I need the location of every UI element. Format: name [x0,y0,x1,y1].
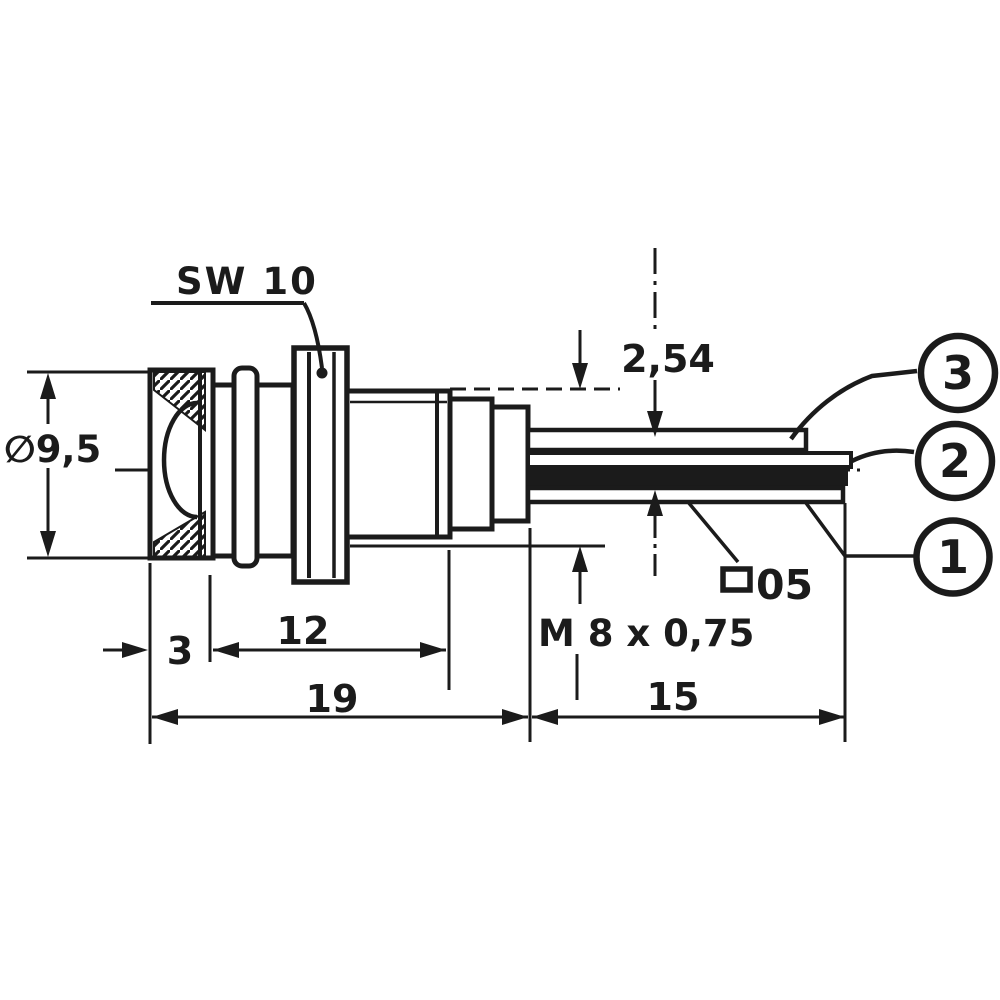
arrowhead-left [532,709,558,725]
washer [231,365,260,569]
arrowhead-left [152,709,178,725]
pin-number: 2 [939,434,971,488]
pin-callout-circle [914,420,996,502]
lead-pin-1 [525,485,846,505]
dim-15-label: 15 [647,675,700,719]
pin-number: 3 [942,346,974,400]
leader-dot [316,367,328,379]
threaded-section [344,388,453,540]
pin-callout-circle [917,332,999,414]
section-hatch-top [153,371,206,433]
leader-line [686,500,740,564]
arrowhead-right [420,642,446,658]
wrench-size-label: SW 10 [176,260,318,303]
leads [525,427,853,505]
lead-section-annotation: 05 [686,500,813,609]
pin-2-leader [850,448,915,464]
section-hatch-bottom [153,510,206,559]
pin-callouts: 3 2 1 [913,332,999,597]
pin-callout-3: 3 [917,332,999,414]
pin-callout-2: 2 [914,420,996,502]
pin-callout-circle [913,517,993,597]
arrowhead-up [647,490,663,516]
arrowhead-right [502,709,528,725]
lead-pin-2 [526,451,853,469]
lead-pitch-dimension: 2,54 [621,337,715,577]
dim-3-label: 3 [167,629,193,673]
thread-spec-label: M 8 x 0,75 [538,612,754,655]
length-dimensions: 3 12 19 15 [103,503,847,744]
lead-center-bar [528,469,848,486]
diameter-label: ∅9,5 [4,428,101,471]
arrowhead-down [40,531,56,557]
lead-pin-3 [525,427,809,453]
pin-1-leader [804,501,915,558]
diameter-dimension: ∅9,5 [4,370,150,560]
dim-12-label: 12 [277,609,330,653]
pin-callout-leaders [789,368,918,558]
square-profile-icon [720,566,753,593]
arrowhead-right [122,642,148,658]
lead-section-label: 05 [756,561,813,609]
wrench-size-leader [302,301,324,369]
rear-housing-front [447,396,495,532]
wrench-size-annotation: SW 10 [151,260,328,379]
pin-callout-1: 1 [913,517,993,597]
arrowhead-right [819,709,845,725]
dim-19-label: 19 [306,677,359,721]
lead-pitch-label: 2,54 [621,337,715,381]
arrowhead-left [213,642,239,658]
thread-dimension: M 8 x 0,75 [450,330,754,700]
rear-housing-back [489,404,531,524]
pin-3-leader [789,368,918,441]
pin-number: 1 [937,530,969,584]
hex-nut [291,345,350,585]
arrowhead-up [572,546,588,572]
arrowhead-down [572,363,588,389]
arrowhead-up [40,373,56,399]
arrowhead-down [647,411,663,437]
